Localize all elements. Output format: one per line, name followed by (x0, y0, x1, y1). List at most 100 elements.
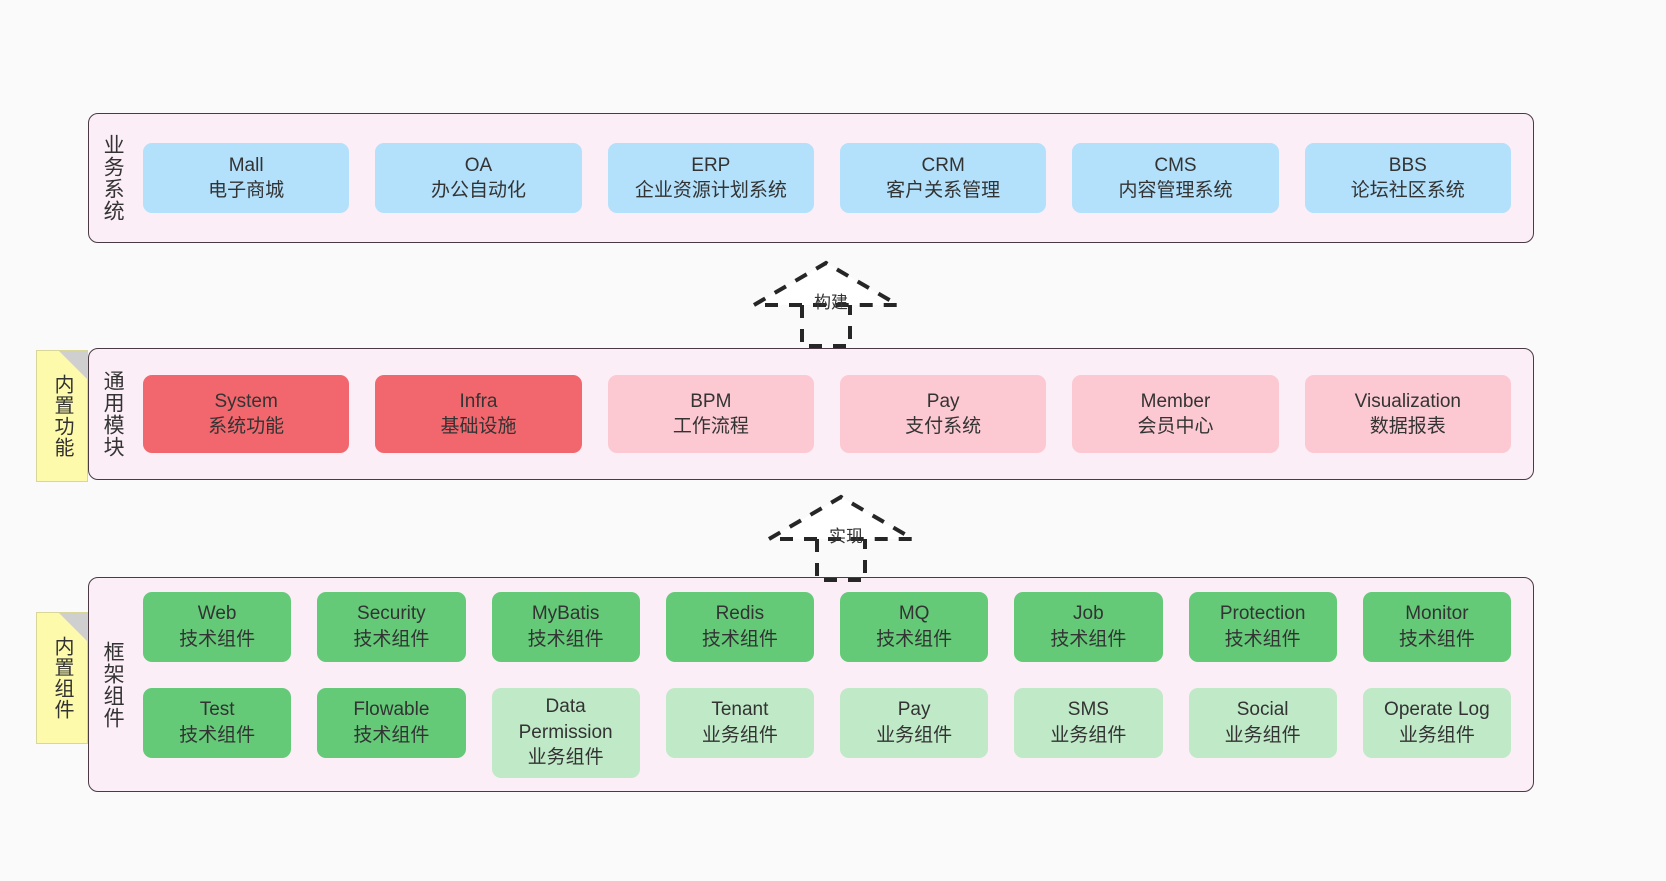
card-oa[interactable]: OA 办公自动化 (375, 143, 582, 213)
card-title: Pay (926, 390, 960, 412)
card-redis[interactable]: Redis 技术组件 (665, 591, 814, 662)
page-fold-icon (59, 613, 87, 641)
card-protection[interactable]: Protection 技术组件 (1188, 591, 1337, 662)
card-title: Social (1236, 699, 1289, 721)
card-flowable[interactable]: Flowable 技术组件 (317, 687, 466, 758)
sticky-note-label: 内置功能 (51, 374, 73, 458)
card-pay-module[interactable]: Pay 支付系统 (839, 375, 1047, 453)
sticky-note-label: 内置组件 (51, 636, 73, 720)
arrow-build-label: 构建 (814, 293, 848, 312)
card-subtitle: 技术组件 (179, 628, 256, 650)
card-infra[interactable]: Infra 基础设施 (375, 375, 582, 453)
card-title: Operate Log (1384, 699, 1490, 721)
card-title: ERP (691, 154, 731, 176)
layer-title-framework: 框架组件 (101, 640, 125, 729)
card-sms[interactable]: SMS 业务组件 (1014, 687, 1163, 758)
card-bpm[interactable]: BPM 工作流程 (607, 375, 814, 453)
card-subtitle: 论坛社区系统 (1350, 180, 1465, 201)
card-test[interactable]: Test 技术组件 (143, 687, 292, 758)
card-subtitle: 业务组件 (701, 724, 778, 746)
card-subtitle: 系统功能 (208, 416, 285, 437)
card-job[interactable]: Job 技术组件 (1014, 591, 1163, 662)
card-title: Pay (897, 699, 931, 721)
card-subtitle: 技术组件 (876, 628, 953, 650)
card-visualization[interactable]: Visualization 数据报表 (1304, 375, 1511, 453)
layer-body-common: System 系统功能 Infra 基础设施 BPM 工作流程 Pay 支付系统… (135, 349, 1533, 479)
business-row: Mall 电子商城 OA 办公自动化 ERP 企业资源计划系统 CRM 客户关系… (143, 143, 1511, 213)
card-title: CMS (1154, 154, 1197, 176)
card-member[interactable]: Member 会员中心 (1072, 375, 1279, 453)
framework-row-technical: Web 技术组件 Security 技术组件 MyBatis 技术组件 Redi… (143, 591, 1511, 662)
card-title: Redis (715, 603, 765, 625)
card-subtitle: 业务组件 (876, 724, 953, 746)
card-cms[interactable]: CMS 内容管理系统 (1072, 143, 1279, 213)
card-subtitle: 基础设施 (440, 416, 517, 437)
card-subtitle: 数据报表 (1369, 416, 1446, 437)
card-crm[interactable]: CRM 客户关系管理 (839, 143, 1047, 213)
card-subtitle: 技术组件 (1050, 628, 1127, 650)
card-subtitle: 客户关系管理 (886, 180, 1001, 201)
card-title: Flowable (353, 699, 430, 721)
sticky-note-builtin-component: 内置组件 (36, 612, 88, 744)
card-title: Data Permission (518, 696, 613, 743)
card-social[interactable]: Social 业务组件 (1188, 687, 1337, 758)
card-subtitle: 技术组件 (1224, 628, 1301, 650)
card-subtitle: 技术组件 (179, 724, 256, 746)
card-title: Web (197, 603, 237, 625)
card-subtitle: 内容管理系统 (1118, 180, 1233, 201)
card-subtitle: 业务组件 (527, 747, 604, 769)
card-subtitle: 办公自动化 (430, 180, 526, 201)
card-title: System (214, 390, 278, 412)
card-title: Security (357, 603, 426, 625)
card-subtitle: 业务组件 (1224, 724, 1301, 746)
card-subtitle: 技术组件 (353, 628, 430, 650)
card-web[interactable]: Web 技术组件 (143, 591, 292, 662)
card-subtitle: 会员中心 (1137, 416, 1214, 437)
card-mall[interactable]: Mall 电子商城 (143, 143, 350, 213)
common-row: System 系统功能 Infra 基础设施 BPM 工作流程 Pay 支付系统… (143, 375, 1511, 453)
card-title: BPM (690, 390, 732, 412)
card-title: CRM (921, 154, 965, 176)
layer-body-business: Mall 电子商城 OA 办公自动化 ERP 企业资源计划系统 CRM 客户关系… (135, 114, 1533, 242)
card-system[interactable]: System 系统功能 (143, 375, 350, 453)
card-title: Protection (1219, 603, 1306, 625)
framework-row-business: Test 技术组件 Flowable 技术组件 Data Permission … (143, 687, 1511, 778)
arrow-build-icon (746, 260, 906, 348)
card-mybatis[interactable]: MyBatis 技术组件 (491, 591, 640, 662)
card-title: Visualization (1354, 390, 1461, 412)
card-title: Infra (459, 390, 498, 412)
card-subtitle: 技术组件 (527, 628, 604, 650)
card-data-permission[interactable]: Data Permission 业务组件 (491, 687, 640, 778)
card-erp[interactable]: ERP 企业资源计划系统 (607, 143, 814, 213)
sticky-note-builtin-function: 内置功能 (36, 350, 88, 482)
card-subtitle: 企业资源计划系统 (634, 180, 787, 201)
card-subtitle: 技术组件 (353, 724, 430, 746)
card-title: BBS (1388, 154, 1427, 176)
card-title: MQ (898, 603, 930, 625)
card-pay-component[interactable]: Pay 业务组件 (840, 687, 989, 758)
layer-title-business: 业务系统 (101, 134, 125, 222)
arrow-implement: 实现 (761, 492, 945, 582)
layer-body-framework: Web 技术组件 Security 技术组件 MyBatis 技术组件 Redi… (135, 578, 1533, 791)
card-bbs[interactable]: BBS 论坛社区系统 (1304, 143, 1511, 213)
card-monitor[interactable]: Monitor 技术组件 (1362, 591, 1511, 662)
card-subtitle: 技术组件 (701, 628, 778, 650)
card-mq[interactable]: MQ 技术组件 (840, 591, 989, 662)
card-tenant[interactable]: Tenant 业务组件 (665, 687, 814, 758)
card-operate-log[interactable]: Operate Log 业务组件 (1362, 687, 1511, 758)
card-subtitle: 技术组件 (1398, 628, 1475, 650)
arrow-implement-label: 实现 (829, 527, 863, 546)
layer-framework-components: 框架组件 Web 技术组件 Security 技术组件 MyBatis 技术组件… (88, 577, 1534, 792)
card-subtitle: 电子商城 (208, 180, 285, 201)
layer-common-modules: 通用模块 System 系统功能 Infra 基础设施 BPM 工作流程 Pay… (88, 348, 1534, 480)
card-title: Job (1073, 603, 1104, 625)
card-title: Member (1140, 390, 1211, 412)
page-fold-icon (59, 351, 87, 379)
card-title: OA (464, 154, 493, 176)
card-subtitle: 业务组件 (1398, 724, 1475, 746)
card-title: Test (199, 699, 235, 721)
card-security[interactable]: Security 技术组件 (317, 591, 466, 662)
card-title: MyBatis (531, 603, 600, 625)
card-subtitle: 支付系统 (905, 416, 982, 437)
